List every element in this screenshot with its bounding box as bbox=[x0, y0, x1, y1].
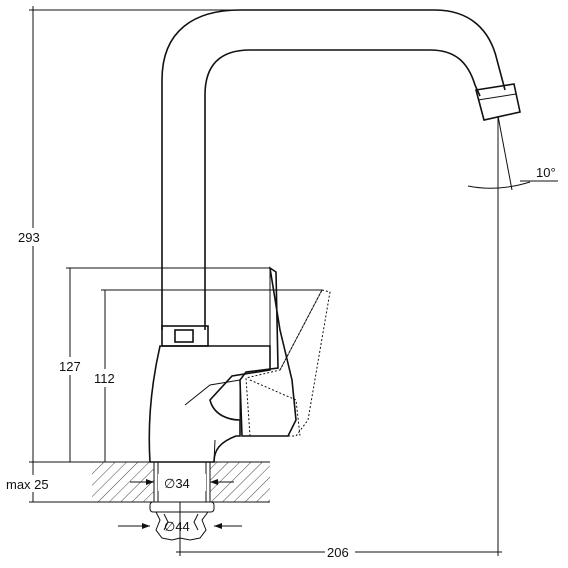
dimension-lever-inner-height: 112 bbox=[92, 289, 322, 463]
lever-handle-open bbox=[245, 289, 331, 437]
dimension-spout-angle: 10° bbox=[467, 115, 558, 196]
dimension-reach: 206 bbox=[176, 188, 502, 560]
dimension-max-thickness: max 25 bbox=[4, 461, 92, 503]
dimension-lever-height: 127 bbox=[58, 267, 270, 463]
label-reach: 206 bbox=[327, 545, 349, 560]
dimension-nut-diameter: ∅44 bbox=[118, 519, 242, 534]
label-max-thickness: max 25 bbox=[6, 477, 49, 492]
label-nut-diameter: ∅44 bbox=[164, 519, 190, 534]
label-lever-height: 127 bbox=[59, 359, 81, 374]
label-lever-inner-height: 112 bbox=[94, 371, 115, 386]
lever-handle bbox=[239, 266, 297, 437]
label-hole-diameter: ∅34 bbox=[164, 476, 190, 491]
dimension-hole-diameter: ∅34 bbox=[130, 474, 234, 491]
label-spout-angle: 10° bbox=[536, 165, 556, 180]
faucet-outline bbox=[148, 9, 521, 463]
label-total-height: 293 bbox=[18, 230, 40, 245]
dimension-total-height: 293 bbox=[14, 6, 240, 463]
